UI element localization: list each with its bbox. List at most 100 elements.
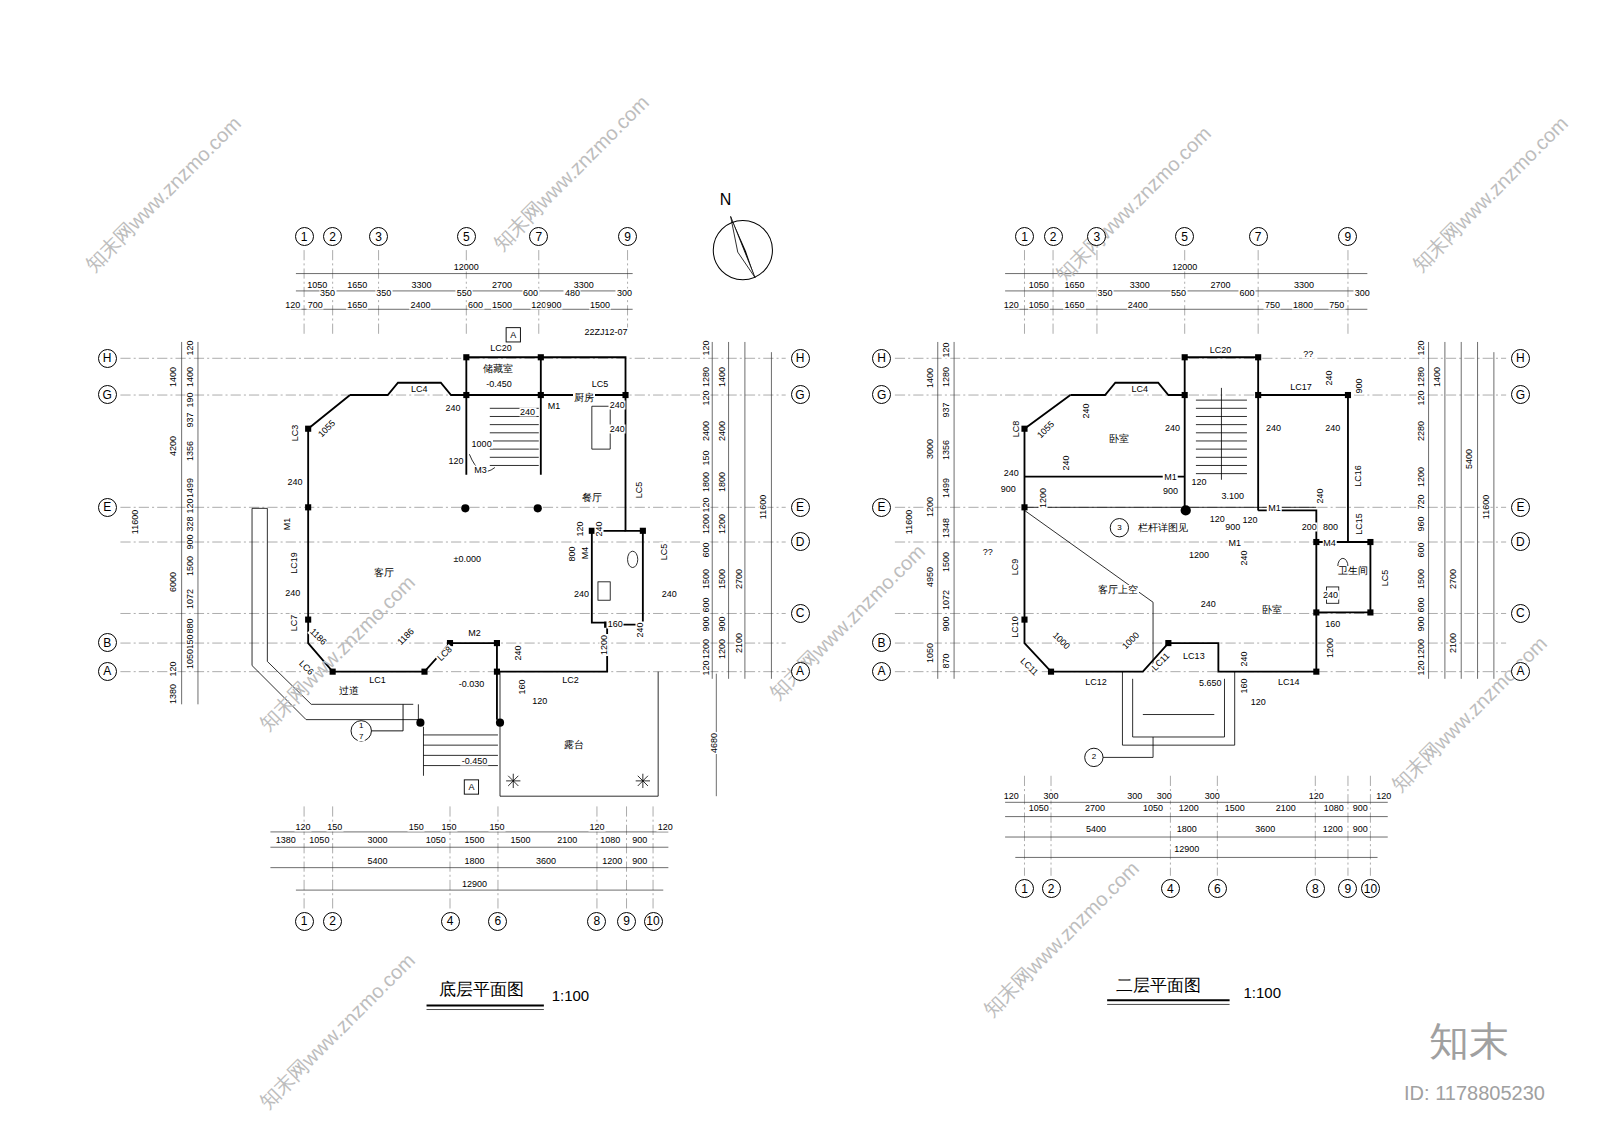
axis-number: A [1516, 665, 1524, 677]
axis-number: E [878, 501, 886, 513]
dimension-text: 1500 [589, 301, 611, 310]
dimension-text: 240 [1324, 369, 1333, 386]
dimension-text: 900 [702, 616, 711, 633]
dimension-text: 1800 [463, 857, 485, 866]
dimension-text: LC16 [1354, 464, 1363, 488]
axis-number: E [796, 501, 804, 513]
axis-number: H [877, 352, 886, 364]
dimension-text: 1072 [185, 588, 194, 610]
dimension-text: 800 [1322, 522, 1339, 531]
dimension-text: 1400 [1432, 366, 1441, 388]
axis-bubble: G [1511, 385, 1530, 404]
axis-number: G [877, 389, 886, 401]
dimension-text: 240 [445, 404, 462, 413]
dimension-text: 1080 [599, 835, 621, 844]
columns [305, 354, 1373, 727]
dimension-text: 5.650 [1198, 678, 1223, 687]
axis-bubble: 5 [1175, 227, 1194, 246]
dimension-text: 1400 [169, 366, 178, 388]
dimension-text: 1500 [718, 568, 727, 590]
axis-bubble: E [98, 498, 117, 517]
dimension-text: 120 [1241, 516, 1258, 525]
dimension-text: 1800 [702, 471, 711, 493]
dimension-text: 1650 [1063, 280, 1085, 289]
plan-details [252, 388, 1348, 796]
dimension-text: LC7 [289, 614, 298, 633]
dimension-text: 1200 [1188, 551, 1210, 560]
dimension-text: LC5 [591, 379, 610, 388]
dimension-text: A [467, 782, 475, 791]
axis-bubble: H [872, 349, 891, 368]
room-name: 厨房 [573, 393, 595, 403]
dimension-text: 240 [661, 589, 678, 598]
dimension-text: -0.450 [461, 757, 489, 766]
dimension-text: LC15 [1355, 513, 1364, 537]
dimension-text: 880 [185, 617, 194, 634]
axis-bubble: E [791, 498, 810, 517]
axis-number: 7 [535, 231, 542, 243]
dimension-text: 240 [635, 621, 644, 638]
dimension-text: 2700 [1084, 804, 1106, 813]
dimension-text: 2700 [1209, 280, 1231, 289]
room-name: 客厅上空 [1097, 585, 1139, 595]
dimension-text: M1 [1267, 504, 1282, 513]
dimension-text: 1280 [1417, 366, 1426, 388]
dimension-text: 600 [467, 301, 484, 310]
dimension-text: 11600 [1481, 494, 1490, 520]
dimension-text: M4 [580, 546, 589, 561]
dimension-text: 240 [1081, 403, 1090, 420]
axis-number: E [103, 501, 111, 513]
dimension-text: 5400 [1465, 448, 1474, 470]
dimension-text: 240 [1003, 469, 1020, 478]
axis-number: 4 [1167, 883, 1174, 895]
dimension-text: 2700 [1449, 568, 1458, 590]
axis-bubble: 9 [618, 227, 637, 246]
dimension-text: LC13 [1182, 652, 1206, 661]
watermark: 知末网www.znzmo.com [1408, 112, 1572, 276]
dimension-text: 1000 [1120, 630, 1142, 652]
dimension-text: 900 [1352, 804, 1369, 813]
axis-number: A [878, 665, 886, 677]
dimension-text: 150 [488, 822, 505, 831]
dimension-text: 2400 [718, 420, 727, 442]
dimension-text: 4680 [710, 732, 719, 754]
axis-bubble: 2 [323, 912, 342, 931]
axis-bubble: E [1511, 498, 1530, 517]
axis-number: 9 [624, 231, 631, 243]
axis-number: C [796, 607, 805, 619]
dimension-text: 150 [408, 822, 425, 831]
dimension-text: 1050 [1028, 804, 1050, 813]
dimension-text: M3 [473, 466, 488, 475]
drawing-title: 底层平面图 [438, 980, 525, 997]
dimension-text: 300 [1043, 791, 1060, 800]
dimension-text: 190 [185, 391, 194, 408]
dimension-text: 1356 [941, 439, 950, 461]
axis-bubble: 6 [1208, 879, 1227, 898]
dimension-text: 240 [286, 477, 303, 486]
dimension-text: 120 [702, 497, 711, 514]
dimension-text: 1200 [1322, 824, 1344, 833]
watermark: 知末 [1428, 1021, 1510, 1061]
watermark: 知末网www.znzmo.com [765, 540, 929, 704]
dimension-text: M1 [547, 402, 562, 411]
dimension-text: 3600 [1254, 824, 1276, 833]
watermark: 知末网www.znzmo.com [1051, 122, 1215, 286]
axis-bubble: C [791, 604, 810, 623]
dimension-text: 5400 [367, 857, 389, 866]
axis-number: 3 [1094, 231, 1101, 243]
dimension-text: 240 [284, 588, 301, 597]
dimension-text: 240 [1316, 487, 1325, 504]
axis-number: D [796, 536, 805, 548]
dimension-text: 300 [1156, 791, 1173, 800]
dimension-text: 2280 [1417, 420, 1426, 442]
dimension-text: 120 [1250, 698, 1267, 707]
axis-number: E [1516, 501, 1524, 513]
dimension-text: 120 [1003, 791, 1020, 800]
axis-number: 2 [1050, 231, 1057, 243]
dimension-text: 12000 [1171, 263, 1198, 272]
axis-bubble: 9 [617, 912, 636, 931]
drawing-title: 1:100 [551, 987, 591, 1002]
dimension-text: 11600 [130, 509, 139, 535]
axis-bubble: 1 [295, 227, 314, 246]
dimension-text: 240 [1239, 651, 1248, 668]
